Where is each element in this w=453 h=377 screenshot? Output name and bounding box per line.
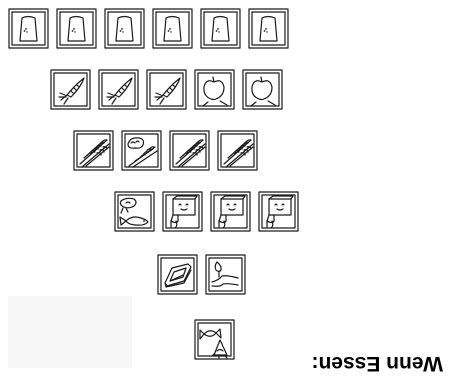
oil-drop-icon <box>205 254 246 295</box>
pyramid-tile-bread <box>104 8 145 49</box>
pyramid-tile-bread <box>56 8 97 49</box>
pyramid-tile-sweets <box>194 319 235 360</box>
pyramid-tile-vegetables-fruit <box>242 69 283 110</box>
pyramid-tile-grains <box>121 130 162 171</box>
milk-carton-icon <box>210 191 251 232</box>
bread-icon <box>152 8 193 49</box>
pyramid-tile-bread <box>152 8 193 49</box>
bread-icon <box>200 8 241 49</box>
carrot-icon <box>50 69 91 110</box>
pyramid-tile-fats <box>205 254 246 295</box>
bean-wheat-icon <box>121 130 162 171</box>
candy-icon <box>194 319 235 360</box>
butter-icon <box>157 254 198 295</box>
pyramid-tile-grains <box>169 130 210 171</box>
pyramid-tile-fats <box>157 254 198 295</box>
pyramid-tile-bread <box>248 8 289 49</box>
carrot-icon <box>146 69 187 110</box>
pyramid-tile-grains <box>217 130 258 171</box>
pyramid-tile-protein-dairy <box>258 191 299 232</box>
wheat-icon <box>169 130 210 171</box>
pyramid-tile-grains <box>73 130 114 171</box>
pyramid-tile-vegetables-fruit <box>98 69 139 110</box>
bread-icon <box>56 8 97 49</box>
milk-carton-icon <box>258 191 299 232</box>
apple-icon <box>242 69 283 110</box>
meat-fish-icon <box>114 191 155 232</box>
wheat-icon <box>217 130 258 171</box>
pyramid-tile-vegetables-fruit <box>146 69 187 110</box>
pyramid-tile-bread <box>8 8 49 49</box>
mirrored-caption: Wenn Essen: <box>268 352 443 374</box>
apple-icon <box>194 69 235 110</box>
wheat-icon <box>73 130 114 171</box>
bread-icon <box>248 8 289 49</box>
pyramid-tile-vegetables-fruit <box>50 69 91 110</box>
bread-icon <box>8 8 49 49</box>
carrot-icon <box>98 69 139 110</box>
blank-panel <box>8 296 132 368</box>
pyramid-tile-bread <box>200 8 241 49</box>
bread-icon <box>104 8 145 49</box>
pyramid-tile-protein-dairy <box>114 191 155 232</box>
pyramid-tile-protein-dairy <box>210 191 251 232</box>
pyramid-tile-protein-dairy <box>162 191 203 232</box>
milk-carton-icon <box>162 191 203 232</box>
pyramid-tile-vegetables-fruit <box>194 69 235 110</box>
